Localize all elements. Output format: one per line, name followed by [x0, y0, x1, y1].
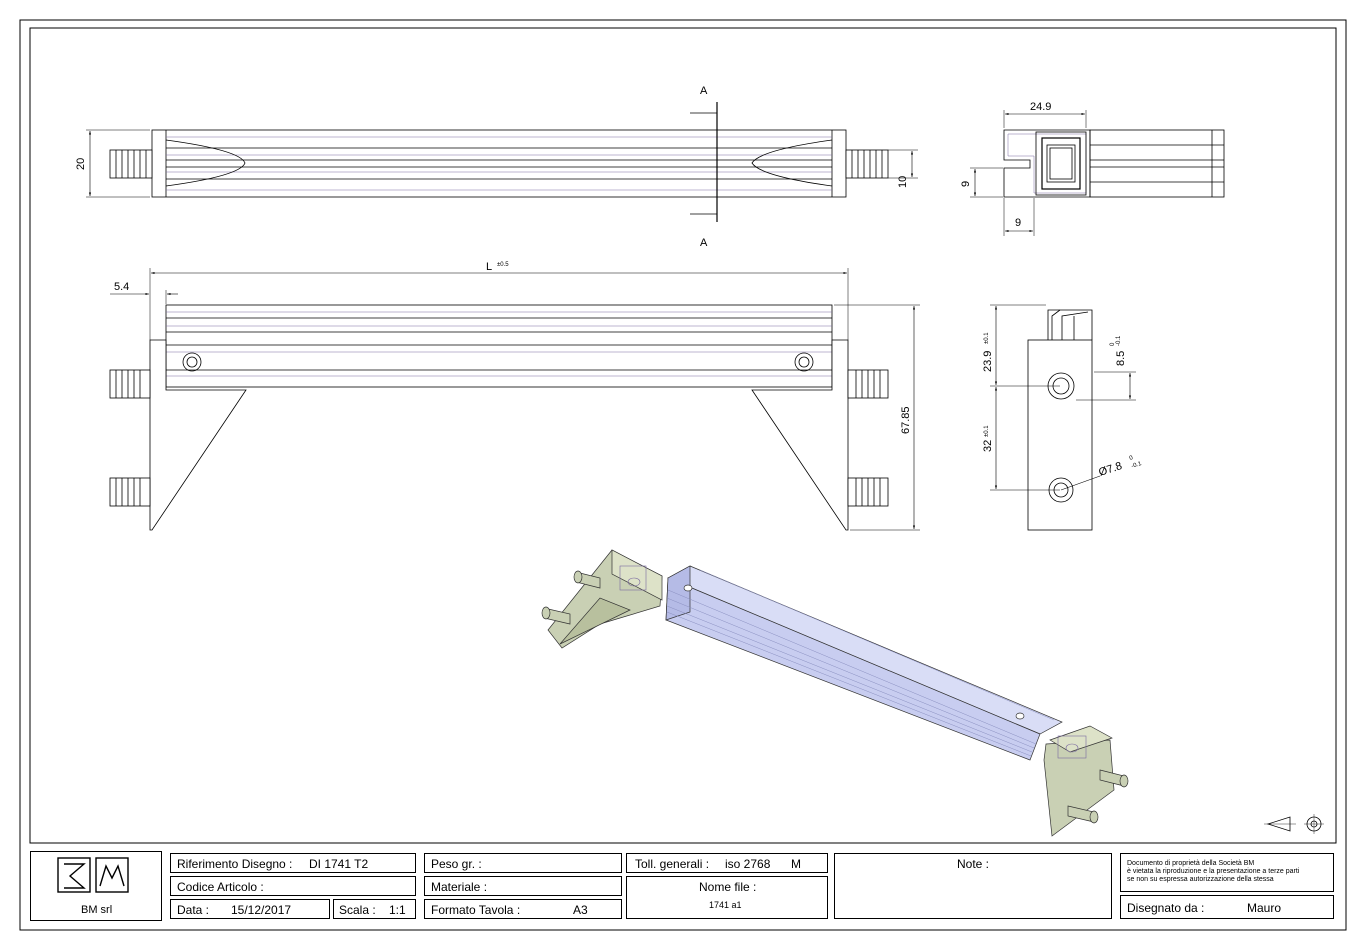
note-cell: Note : — [834, 853, 1112, 919]
riferimento-cell: Riferimento Disegno : DI 1741 T2 — [170, 853, 416, 873]
nome-file-label: Nome file : — [699, 880, 757, 894]
tolleranze-class: M — [791, 857, 801, 871]
title-block: BM srl Riferimento Disegno : DI 1741 T2 … — [30, 851, 1336, 921]
side-view — [990, 304, 1136, 531]
tolleranze-label: Toll. generali : — [635, 857, 710, 871]
codice-label: Codice Articolo : — [177, 880, 264, 894]
materiale-label: Materiale : — [431, 880, 488, 894]
iso-stud-right-bottom — [1067, 805, 1099, 824]
isometric-exploded-view — [541, 549, 1129, 837]
dim-width-24-9: 24.9 — [1030, 101, 1051, 113]
tolleranze-value: iso 2768 — [725, 857, 771, 871]
inner-frame — [29, 27, 1337, 844]
formato-label: Formato Tavola : — [431, 903, 521, 917]
dim-offset-5-4: 5.4 — [114, 281, 129, 293]
data-cell: Data : 15/12/2017 — [170, 899, 330, 919]
dim-height-10: 10 — [897, 176, 909, 188]
top-view — [86, 102, 918, 222]
disclaimer-line-2: è vietata la riproduzione e la presentaz… — [1127, 868, 1300, 875]
materiale-cell: Materiale : — [424, 876, 622, 896]
dim-dist-8-5-tolerance-upper: 0 — [1110, 342, 1116, 346]
dim-height-67-85: 67.85 — [900, 406, 912, 434]
riferimento-value: DI 1741 T2 — [309, 857, 369, 871]
nome-file-value: 1741 a1 — [709, 900, 742, 910]
front-view — [109, 268, 920, 531]
dim-dist-8-5-tolerance-lower: -0.1 — [1116, 335, 1122, 346]
formato-cell: Formato Tavola : A3 — [424, 899, 622, 919]
projection-symbol — [1264, 814, 1324, 834]
section-view — [970, 110, 1225, 236]
iso-stud-right-top — [1099, 769, 1129, 788]
disclaimer-line-1: Documento di proprietà della Società BM — [1127, 860, 1255, 867]
dim-nine-vertical: 9 — [960, 181, 972, 187]
iso-stud-left-top — [573, 570, 601, 589]
data-label: Data : — [177, 903, 210, 917]
logo-cell: BM srl — [30, 851, 162, 921]
peso-cell: Peso gr. : — [424, 853, 622, 873]
outer-frame — [19, 19, 1347, 931]
dim-diameter-7-8: Ø7.8 — [1097, 460, 1123, 479]
dim-length-L: L — [486, 261, 492, 273]
iso-stud-left-bottom — [541, 606, 571, 625]
dim-dist-23-9-tolerance: ±0.1 — [984, 332, 990, 344]
dim-height-20: 20 — [75, 158, 87, 170]
nome-file-cell: Nome file : 1741 a1 — [626, 876, 828, 919]
dim-length-L-tolerance: ±0.5 — [497, 262, 509, 268]
iso-bracket-left — [547, 549, 663, 649]
section-label-top: A — [700, 85, 708, 97]
disegnato-cell: Disegnato da : Mauro — [1120, 895, 1334, 919]
riferimento-label: Riferimento Disegno : — [177, 857, 293, 871]
dim-diameter-tolerance-upper: 0 — [1129, 455, 1135, 462]
tolleranze-cell: Toll. generali : iso 2768 M — [626, 853, 828, 873]
formato-value: A3 — [573, 903, 588, 917]
disclaimer-line-3: se non su espressa autorizzazione della … — [1127, 876, 1274, 883]
disegnato-label: Disegnato da : — [1127, 901, 1205, 915]
dim-dist-32: 32 — [982, 440, 994, 452]
note-label: Note : — [957, 857, 990, 871]
iso-profile-top — [667, 565, 1063, 735]
scala-cell: Scala : 1:1 — [333, 899, 416, 919]
codice-cell: Codice Articolo : — [170, 876, 416, 896]
company-logo — [57, 857, 129, 893]
peso-label: Peso gr. : — [431, 857, 482, 871]
section-label-bottom: A — [700, 237, 708, 249]
company-name: BM srl — [81, 904, 113, 916]
dim-diameter-tolerance-lower: -0.1 — [1131, 461, 1143, 470]
dim-dist-32-tolerance: ±0.1 — [984, 425, 990, 437]
disegnato-value: Mauro — [1247, 901, 1282, 915]
dim-nine-horizontal: 9 — [1015, 217, 1021, 229]
scala-value: 1:1 — [389, 903, 406, 917]
dim-dist-23-9: 23.9 — [982, 351, 994, 372]
data-value: 15/12/2017 — [231, 903, 292, 917]
disclaimer-cell: Documento di proprietà della Società BM … — [1120, 853, 1334, 892]
scala-label: Scala : — [339, 903, 376, 917]
dim-dist-8-5: 8.5 — [1115, 351, 1127, 366]
iso-bracket-right — [1043, 739, 1115, 837]
iso-profile-end — [665, 565, 691, 621]
